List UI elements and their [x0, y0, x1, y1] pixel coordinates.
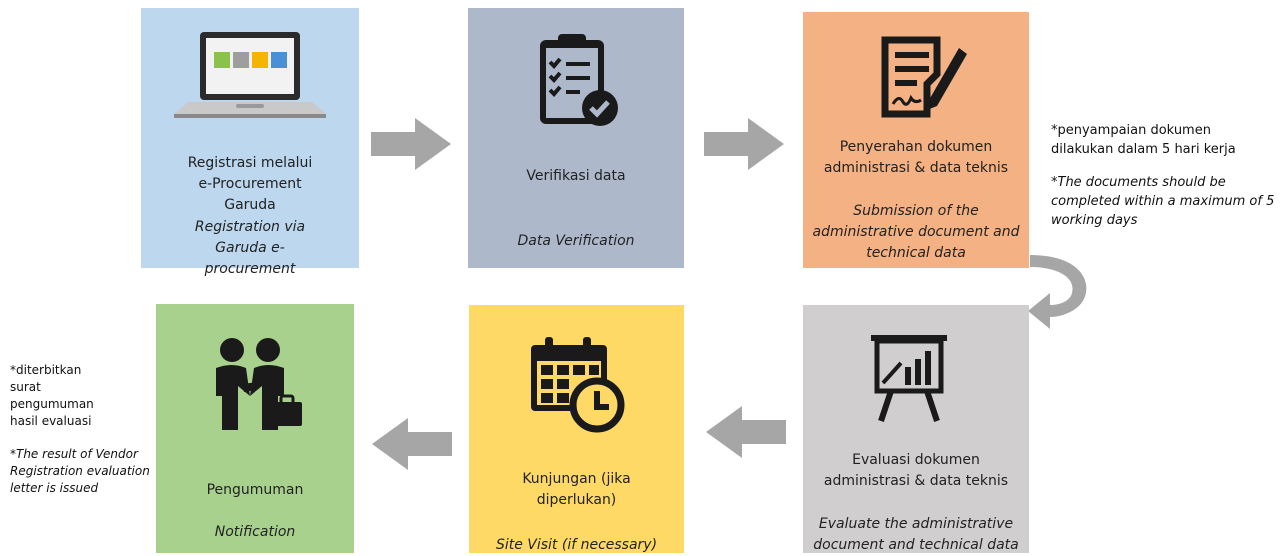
note-notification-en: *The result of Vendor Registration evalu… [10, 447, 150, 495]
step-site-visit: Kunjungan (jika diperlukan) Site Visit (… [469, 305, 684, 553]
calendar-clock-icon [531, 337, 625, 433]
laptop-icon [174, 32, 326, 118]
clipboard-checklist-icon [540, 34, 618, 126]
step-submission-title: Penyerahan dokumen administrasi & data t… [823, 139, 1009, 176]
note-notification-id: *diterbitkan surat pengumuman hasil eval… [10, 363, 94, 428]
step-registration-subtitle: Registration via Garuda e-procurement [194, 219, 306, 277]
note-submission-id: *penyampaian dokumen dilakukan dalam 5 h… [1051, 123, 1236, 157]
arrow-left-1 [372, 418, 452, 470]
step-evaluation: Evaluasi dokumen administrasi & data tek… [803, 305, 1029, 553]
step-notification-title: Pengumuman [206, 482, 304, 498]
step-notification-subtitle: Notification [214, 524, 296, 540]
step-notification: Pengumuman Notification [156, 304, 354, 553]
step-site-visit-subtitle: Site Visit (if necessary) [495, 537, 658, 553]
step-submission: Penyerahan dokumen administrasi & data t… [803, 12, 1029, 268]
arrow-right-2 [704, 118, 784, 170]
arrow-right-1 [371, 118, 451, 170]
step-verification-title: Verifikasi data [526, 168, 626, 184]
step-submission-subtitle: Submission of the administrative documen… [812, 203, 1020, 261]
step-site-visit-title: Kunjungan (jika diperlukan) [522, 471, 631, 508]
step-evaluation-title: Evaluasi dokumen administrasi & data tek… [823, 452, 1009, 489]
note-notification: *diterbitkan surat pengumuman hasil eval… [10, 362, 155, 497]
step-evaluation-subtitle: Evaluate the administrative document and… [813, 516, 1019, 553]
arrow-left-2 [706, 406, 786, 458]
handshake-icon [216, 338, 302, 430]
step-registration-title: Registrasi melalui e-Procurement Garuda [187, 155, 313, 213]
note-submission: *penyampaian dokumen dilakukan dalam 5 h… [1051, 121, 1276, 230]
document-signature-icon [881, 36, 967, 118]
step-verification-subtitle: Data Verification [517, 233, 635, 249]
step-verification: Verifikasi data Data Verification [468, 8, 684, 268]
arrow-curve-down [1028, 255, 1087, 329]
note-submission-en: *The documents should be completed withi… [1051, 175, 1275, 228]
presentation-chart-icon [871, 335, 947, 422]
step-registration: Registrasi melalui e-Procurement Garuda … [141, 8, 359, 277]
